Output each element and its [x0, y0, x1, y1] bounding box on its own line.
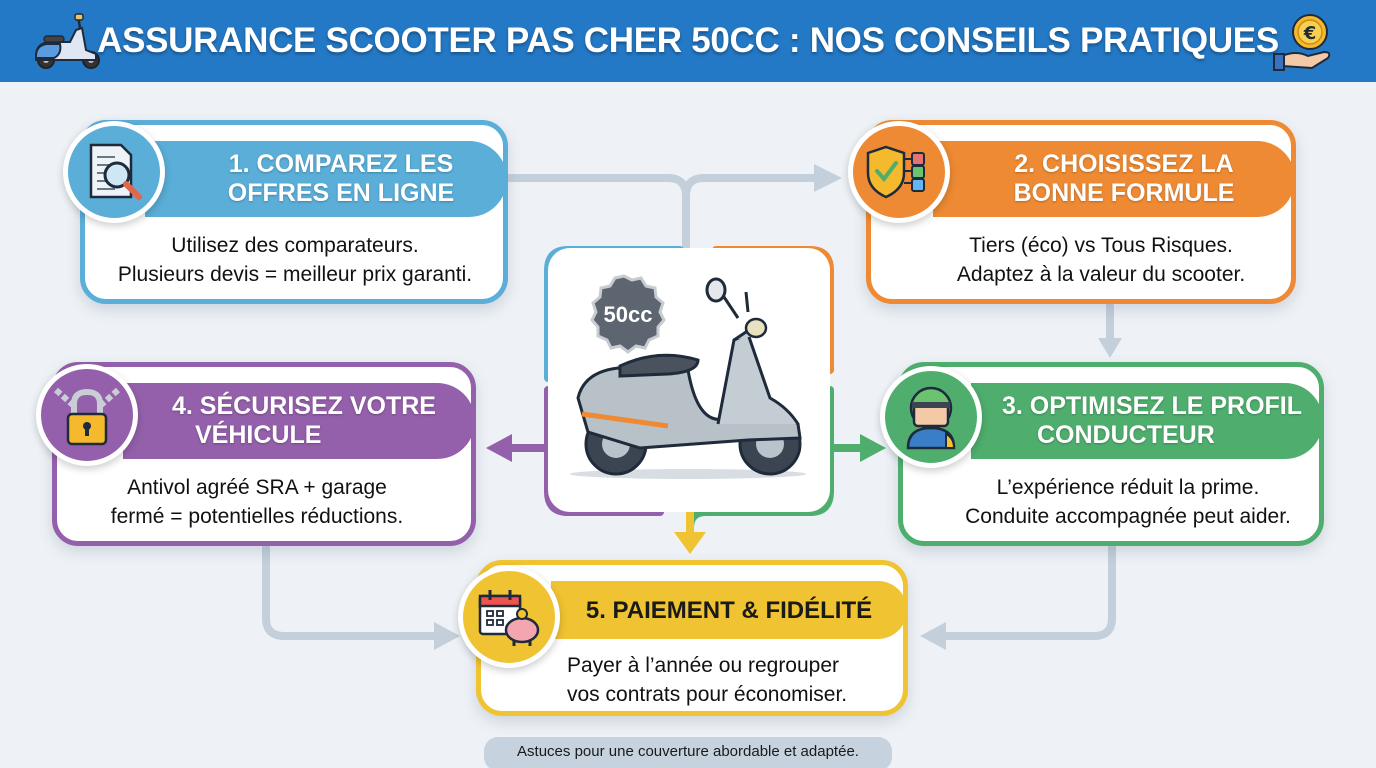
step-2-description: Tiers (éco) vs Tous Risques. Adaptez à l… [956, 234, 1246, 286]
step-2-title-line2: BONNE FORMULE [1013, 179, 1235, 207]
page-title: ASSURANCE SCOOTER PAS CHER 50CC : NOS CO… [97, 21, 1279, 60]
step-4-title-line2: VÉHICULE [195, 421, 322, 449]
step-1-description: Utilisez des comparateurs. Plusieurs dev… [117, 234, 473, 286]
step-1-title-line1: 1. COMPAREZ LES [228, 150, 454, 178]
calendar-piggybank-icon [478, 590, 540, 646]
step-3-description: L’expérience réduit la prime. Conduite a… [965, 476, 1291, 528]
step-2-icon-circle [848, 121, 950, 223]
step-3-icon-circle [880, 366, 982, 468]
header-banner: ASSURANCE SCOOTER PAS CHER 50CC : NOS CO… [0, 0, 1376, 82]
scooter-icon [35, 13, 100, 69]
step-5-title-band: 5. PAIEMENT & FIDÉLITÉ [551, 581, 907, 639]
step-1-title-band: 1. COMPAREZ LES OFFRES EN LIGNE [145, 141, 507, 217]
50cc-badge: 50cc [590, 274, 666, 354]
step-5-icon-circle [458, 566, 560, 668]
footer-caption: Astuces pour une couverture abordable et… [484, 737, 892, 768]
step-2-title-band: 2. CHOISISSEZ LA BONNE FORMULE [933, 141, 1295, 217]
scooter-illustration: 50cc [570, 274, 806, 479]
step-4-card: 4. SÉCURISEZ VOTRE VÉHICULE Antivol agré… [52, 362, 476, 546]
svg-text:€: € [1303, 23, 1317, 44]
step-5-description: Payer à l’année ou regrouper vos contrat… [567, 654, 848, 706]
step-5-title-line1: 5. PAIEMENT & FIDÉLITÉ [585, 596, 873, 624]
step-1-title-line2: OFFRES EN LIGNE [227, 179, 455, 207]
step-1-icon-circle [63, 121, 165, 223]
center-scooter-panel: 50cc [548, 248, 830, 512]
step-4-description: Antivol agréé SRA + garage fermé = poten… [110, 476, 404, 528]
step-2-title-line1: 2. CHOISISSEZ LA [1014, 150, 1234, 178]
shield-checklist-icon [866, 145, 925, 199]
step-3-title-line1: 3. OPTIMISEZ LE PROFIL [1001, 392, 1303, 420]
document-magnifier-icon [89, 143, 142, 200]
svg-text:50cc: 50cc [604, 302, 653, 327]
padlock-chain-icon [54, 387, 120, 446]
step-4-title-band: 4. SÉCURISEZ VOTRE VÉHICULE [123, 383, 475, 459]
step-3-title-line2: CONDUCTEUR [1037, 421, 1215, 449]
euro-coin-hand-icon: € [1273, 14, 1331, 71]
step-4-icon-circle [36, 364, 138, 466]
step-3-title-band: 3. OPTIMISEZ LE PROFIL CONDUCTEUR [971, 383, 1323, 459]
step-4-title-line1: 4. SÉCURISEZ VOTRE [172, 392, 436, 420]
helmet-driver-icon [906, 386, 956, 450]
